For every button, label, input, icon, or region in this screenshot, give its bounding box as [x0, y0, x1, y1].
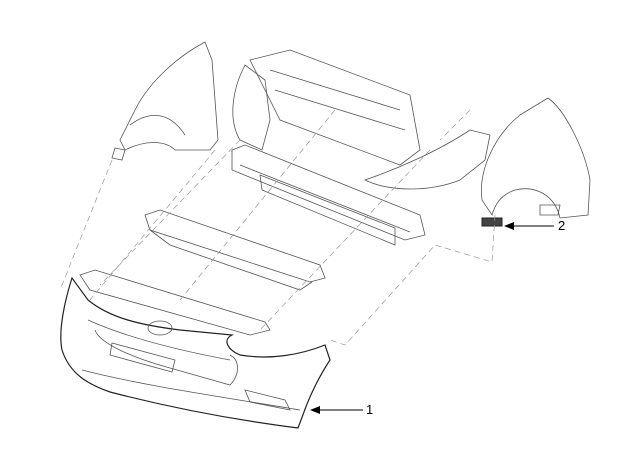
- side-bracket: [481, 217, 503, 227]
- callout-label-2: 2: [558, 218, 566, 233]
- energy-absorber: [144, 209, 326, 291]
- callout-arrow-1: [310, 406, 320, 414]
- left-fender: [111, 41, 219, 161]
- bumper-beam: [231, 144, 426, 246]
- right-fender: [481, 97, 591, 219]
- front-bumper-cover: [60, 276, 331, 429]
- upper-grille: [79, 269, 271, 336]
- headlamps: [232, 64, 491, 190]
- assembly-guide-lines: [59, 109, 496, 346]
- callout-label-1: 1: [366, 402, 374, 417]
- radiator-support: [249, 49, 421, 166]
- callout-arrow-2: [504, 222, 514, 230]
